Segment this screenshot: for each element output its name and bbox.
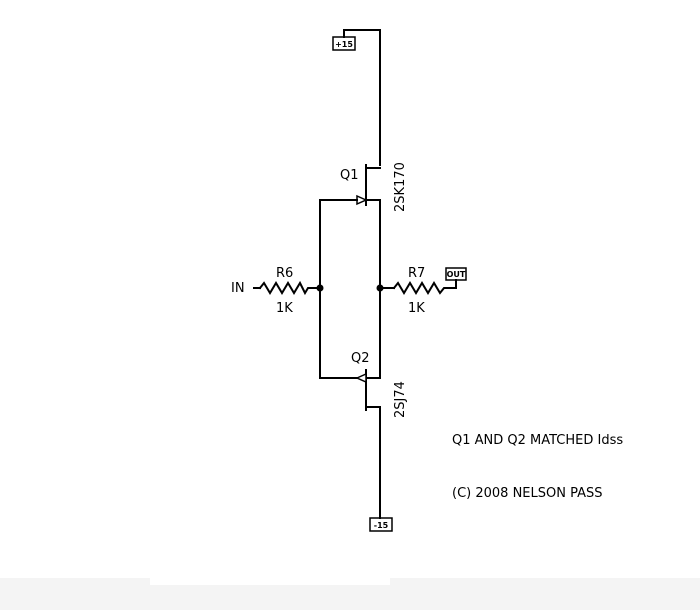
matching-note: Q1 AND Q2 MATCHED Idss [452,433,623,448]
positive-rail: +15 [332,29,381,166]
r7-resistor: R7 1K OUT [379,266,467,316]
r6-zigzag [258,280,321,296]
output-box [445,267,467,281]
q1-part-number: 2SK170 [393,162,408,212]
r7-value: 1K [408,301,425,316]
q2-part-number: 2SJ74 [393,381,408,418]
q1-designator: Q1 [340,168,359,183]
q2-transistor: Q2 2SJ74 [351,287,408,418]
r7-zigzag [392,279,457,295]
q2-gate-arrow [355,372,367,384]
r6-value: 1K [276,301,293,316]
r6-designator: R6 [276,266,293,281]
negative-rail: -15 [369,406,393,532]
positive-rail-wire [354,29,381,166]
gate-node-dot [316,284,324,292]
negative-rail-label: -15 [374,521,389,530]
q1-gate-arrow [356,194,368,206]
output-label: OUT [447,270,466,279]
bottom-band-highlight [150,575,390,585]
input-label: IN [231,281,245,296]
copyright-note: (C) 2008 NELSON PASS [452,486,603,501]
q1-transistor: Q1 2SK170 [340,162,408,289]
r6-resistor: IN R6 1K [231,266,321,316]
positive-rail-label: +15 [335,40,353,49]
q2-designator: Q2 [351,351,370,366]
r7-designator: R7 [408,266,425,281]
